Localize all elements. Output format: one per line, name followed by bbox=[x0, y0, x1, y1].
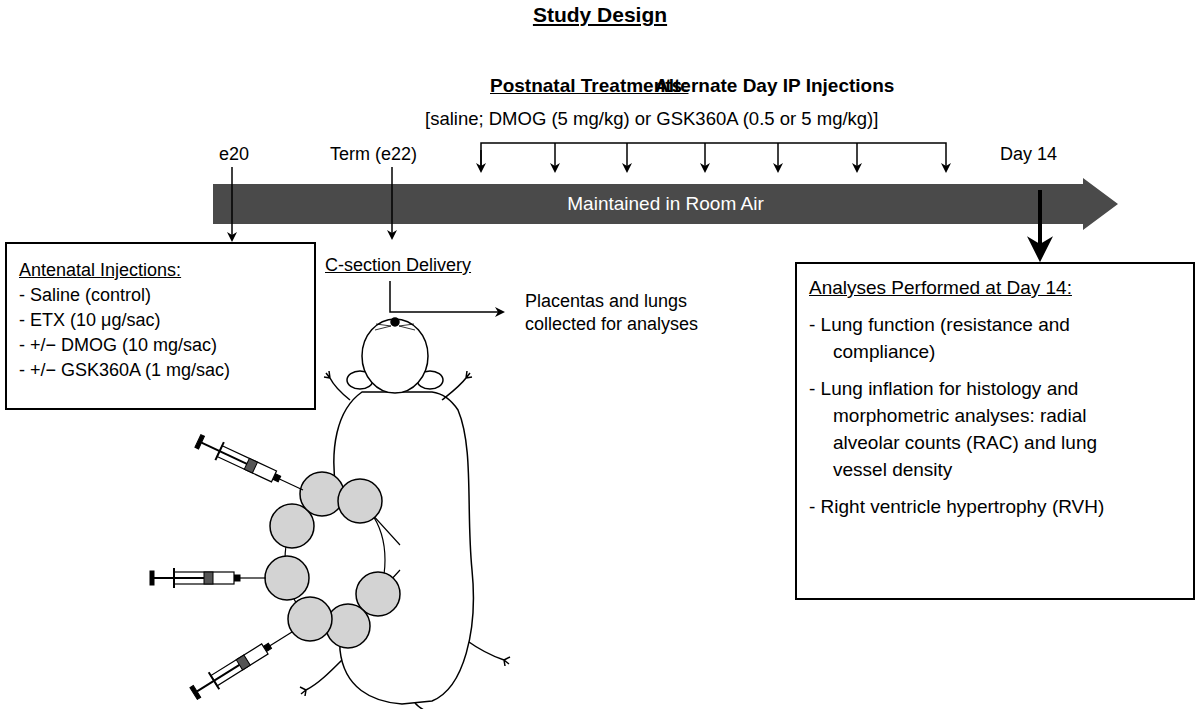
label-holder: Alternate Day IP Injections bbox=[655, 74, 894, 98]
label-holder: e20 bbox=[219, 143, 249, 166]
label-text: Day 14 bbox=[1000, 143, 1057, 166]
syringe-stopper bbox=[236, 655, 250, 670]
label-text: Placentas and lungs collected for analys… bbox=[525, 290, 740, 335]
injection-arrow bbox=[554, 143, 556, 166]
rat-tail bbox=[415, 703, 432, 709]
rat-leg bbox=[466, 640, 510, 666]
syringe-plunger bbox=[197, 665, 239, 691]
label-holder: Term (e22) bbox=[330, 143, 417, 166]
uterus bbox=[265, 472, 400, 648]
list-item: - Lung inflation for histology and morph… bbox=[809, 375, 1129, 483]
amniotic-sac bbox=[288, 597, 332, 641]
injection-bracket bbox=[481, 143, 946, 166]
day14-marker-line bbox=[1038, 190, 1042, 224]
injection-arrow bbox=[777, 143, 779, 166]
collection-arrow bbox=[390, 281, 498, 312]
diagram-title: Study Design bbox=[0, 3, 1200, 27]
label-text: [saline; DMOG (5 mg/kg) or GSK360A (0.5 … bbox=[425, 107, 878, 130]
info-box: Analyses Performed at Day 14: - Lung func… bbox=[795, 262, 1195, 600]
syringe-thumb bbox=[190, 685, 201, 699]
rat-illustration bbox=[300, 318, 510, 709]
rat-whiskers bbox=[375, 324, 415, 330]
syringe bbox=[188, 624, 297, 702]
syringe-hub bbox=[234, 575, 240, 581]
syringe-plunger bbox=[201, 443, 246, 464]
rat-nose bbox=[391, 318, 399, 326]
list-item: - ETX (10 μg/sac) bbox=[19, 308, 304, 333]
bracket-line bbox=[481, 143, 946, 166]
connector-arrow bbox=[231, 224, 233, 235]
box-heading: Analyses Performed at Day 14: bbox=[809, 274, 1181, 301]
term-arrow bbox=[391, 167, 393, 233]
rat-arm bbox=[442, 371, 472, 400]
title-holder: Study Design bbox=[0, 3, 1200, 27]
injection-arrow bbox=[626, 143, 628, 166]
list-item: - Saline (control) bbox=[19, 283, 304, 308]
label-text: Alternate Day IP Injections bbox=[655, 74, 894, 98]
label-text: C-section Delivery bbox=[325, 254, 471, 277]
list-item: - Lung function (resistance and complian… bbox=[809, 311, 1129, 365]
rat-arm bbox=[324, 371, 350, 400]
label-holder: Placentas and lungs collected for analys… bbox=[525, 290, 740, 335]
syringe-barrel bbox=[211, 644, 268, 686]
syringe bbox=[150, 568, 266, 588]
amniotic-sac bbox=[265, 556, 309, 600]
injection-arrow bbox=[856, 143, 858, 166]
needle bbox=[279, 479, 303, 490]
e20-marker-line bbox=[231, 167, 233, 224]
rat-head bbox=[362, 319, 428, 393]
label-holder: [saline; DMOG (5 mg/kg) or GSK360A (0.5 … bbox=[425, 107, 878, 130]
rat-leg bbox=[300, 660, 342, 696]
amniotic-sac bbox=[326, 604, 370, 648]
needle bbox=[270, 632, 292, 646]
label-text: e20 bbox=[219, 143, 249, 166]
syringe-thumb bbox=[150, 571, 154, 585]
list-item: - +/− DMOG (10 mg/sac) bbox=[19, 333, 304, 358]
syringe-stopper bbox=[244, 458, 257, 473]
syringe-plunger bbox=[154, 577, 204, 579]
amniotic-sac bbox=[338, 479, 382, 523]
label-text: Term (e22) bbox=[330, 143, 417, 166]
amniotic-sac bbox=[300, 472, 344, 516]
info-box: Antenatal Injections:- Saline (control)-… bbox=[5, 242, 316, 410]
injection-arrow bbox=[480, 150, 482, 166]
list-item: - Right ventricle hypertrophy (RVH) bbox=[809, 493, 1129, 520]
list-item: - +/− GSK360A (1 mg/sac) bbox=[19, 358, 304, 383]
needle bbox=[240, 577, 266, 578]
label-holder: C-section Delivery bbox=[325, 254, 471, 277]
timeline-band: Maintained in Room Air bbox=[213, 184, 1118, 224]
syringe-barrel bbox=[217, 446, 276, 482]
box-heading: Antenatal Injections: bbox=[19, 258, 304, 283]
connector-arrow bbox=[1038, 224, 1042, 244]
label-holder: Day 14 bbox=[1000, 143, 1057, 166]
band-arrow bbox=[213, 178, 1118, 230]
syringe bbox=[194, 432, 308, 499]
syringe-thumb bbox=[195, 435, 205, 449]
syringe-stopper bbox=[204, 572, 213, 584]
injection-arrow bbox=[704, 143, 706, 166]
band-text: Maintained in Room Air bbox=[567, 193, 763, 215]
